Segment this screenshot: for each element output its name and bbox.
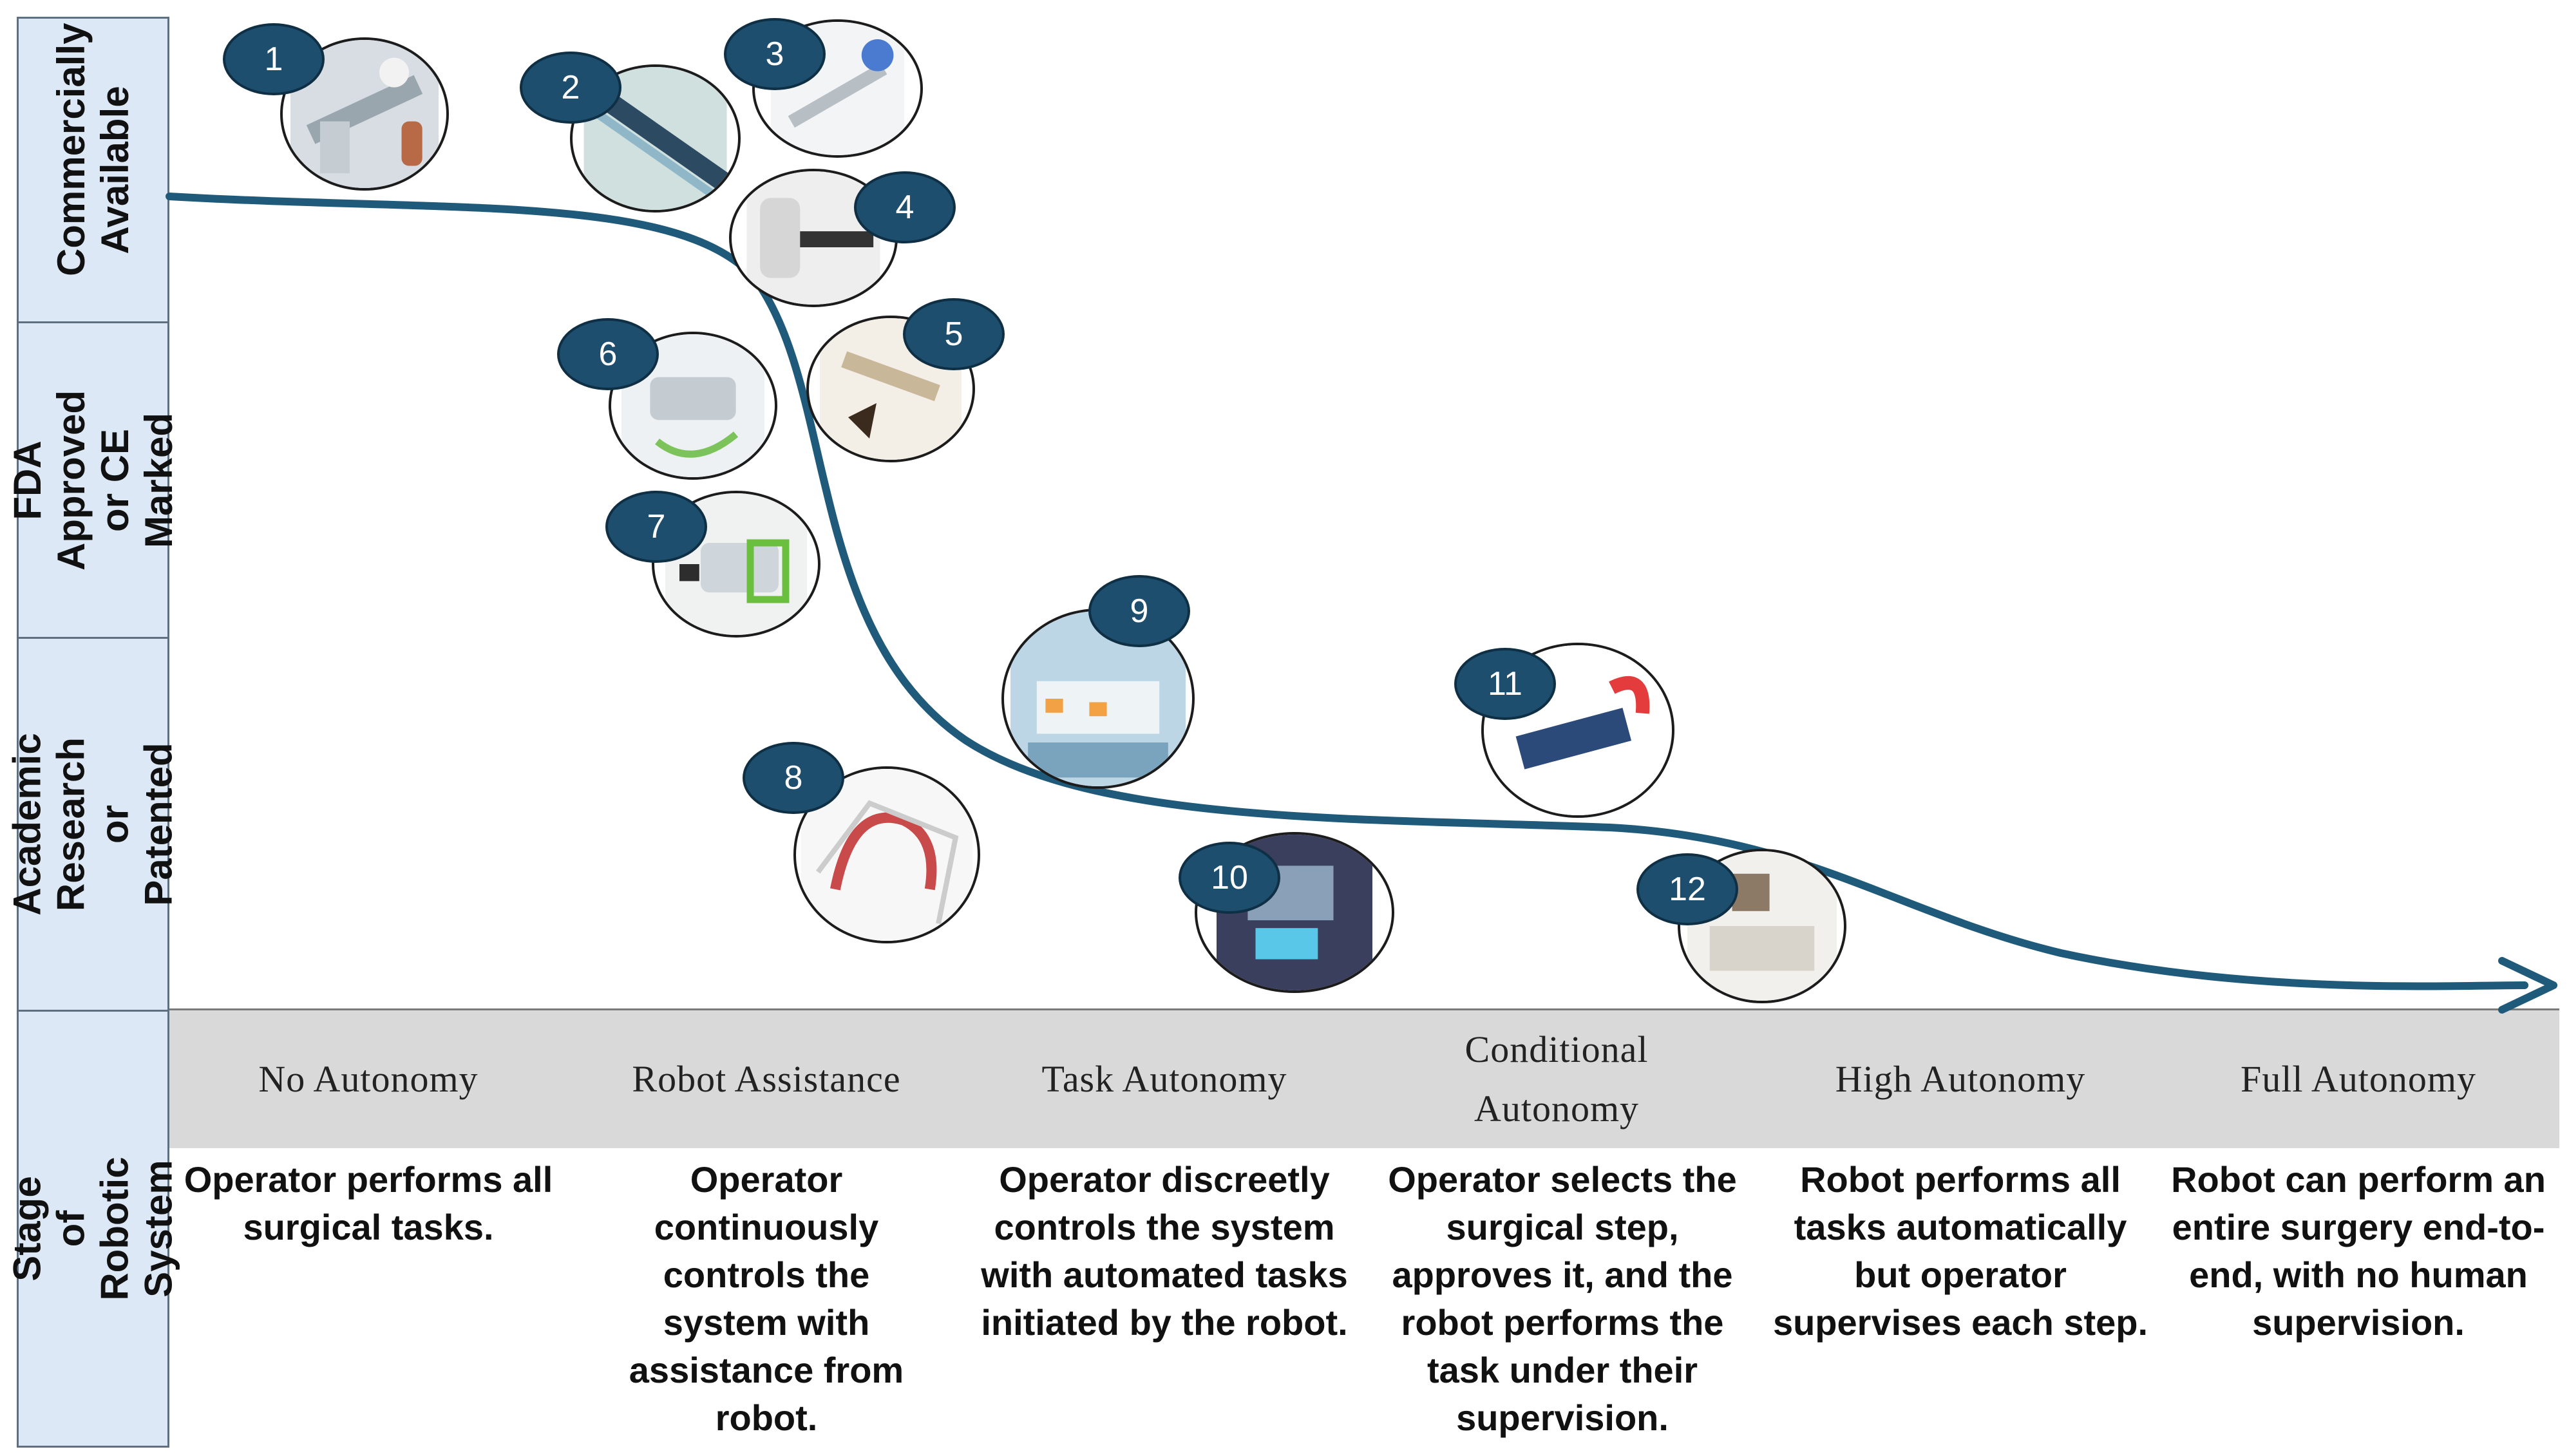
stage-desc-robot-assistance: Operator continuously controls the syste… (629, 1159, 904, 1438)
system-badge-3: 3 (724, 18, 826, 90)
stage-label-task-autonomy: Task Autonomy (1041, 1057, 1287, 1100)
row-label-fda: FDA Approved or CE Marked (6, 321, 180, 639)
system-badge-2: 2 (520, 52, 621, 124)
row-label-commercial: Commercially Available (17, 17, 169, 323)
system-badge-9: 9 (1088, 575, 1190, 647)
stage-band-divider (169, 1008, 2559, 1010)
system-photo-6 (609, 332, 777, 480)
stage-label-high-autonomy: High Autonomy (1835, 1057, 2086, 1100)
stage-desc-high-autonomy: Robot performs all tasks automatically b… (1772, 1159, 2148, 1343)
system-photo-9 (1001, 609, 1195, 789)
stage-desc-task-autonomy: Operator discreetly controls the system … (981, 1159, 1348, 1343)
stage-desc-no-autonomy: Operator performs all surgical tasks. (184, 1159, 553, 1247)
stage-desc-full-autonomy: Robot can perform an entire surgery end-… (2171, 1159, 2546, 1343)
system-badge-11: 11 (1454, 648, 1556, 720)
stage-label-robot-assistance: Robot Assistance (632, 1057, 901, 1100)
system-badge-4: 4 (854, 171, 956, 243)
stage-desc-conditional-autonomy: Operator selects the surgical step, appr… (1388, 1159, 1737, 1438)
system-badge-12: 12 (1636, 853, 1738, 925)
system-photo-12 (1678, 849, 1846, 1003)
system-badge-7: 7 (605, 491, 707, 563)
system-badge-5: 5 (903, 298, 1005, 370)
stage-band (169, 1010, 2559, 1148)
system-badge-8: 8 (743, 742, 844, 814)
system-badge-6: 6 (557, 318, 659, 390)
robot-arm-image-3 (771, 22, 904, 155)
stage-label-full-autonomy: Full Autonomy (2241, 1057, 2476, 1100)
robot-arm-image-6 (621, 334, 764, 477)
stage-label-no-autonomy: No Autonomy (258, 1057, 479, 1100)
system-badge-10: 10 (1179, 842, 1280, 914)
row-label-stage: Stage of Robotic System (6, 1010, 180, 1448)
system-photo-11 (1481, 643, 1674, 818)
robot-arm-image-1 (290, 40, 439, 188)
system-photo-1 (280, 37, 449, 191)
robot-arm-image-9 (1010, 611, 1186, 786)
system-badge-1: 1 (223, 23, 325, 95)
curve-arrowhead (2498, 957, 2557, 1014)
curve-line (166, 193, 2528, 990)
stage-label-conditional-autonomy: Conditional Autonomy (1465, 1028, 1649, 1130)
